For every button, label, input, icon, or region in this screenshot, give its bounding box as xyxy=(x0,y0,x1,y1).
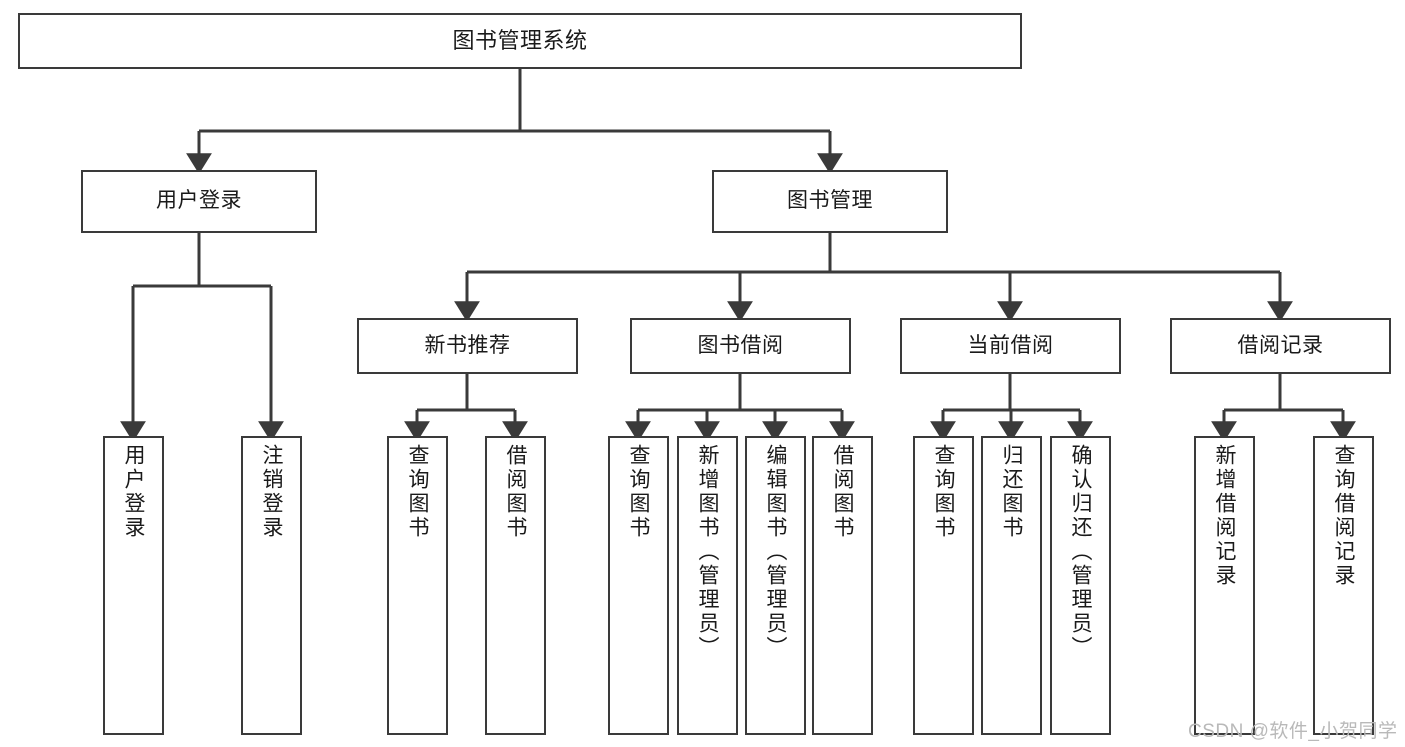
node-label: 图书借阅 xyxy=(697,333,784,357)
node-label: 用户登录 xyxy=(122,444,145,540)
watermark: CSDN @软件_小贺同学 xyxy=(1188,721,1398,742)
node-leaf-confirm-return[interactable]: 确认归还（管理员） xyxy=(1050,436,1111,735)
node-leaf-borrow-book-1[interactable]: 借阅图书 xyxy=(485,436,546,735)
node-book-manage[interactable]: 图书管理 xyxy=(712,170,948,233)
node-leaf-query-book-3[interactable]: 查询图书 xyxy=(913,436,974,735)
node-user-login[interactable]: 用户登录 xyxy=(81,170,317,233)
node-leaf-user-logout[interactable]: 注销登录 xyxy=(241,436,302,735)
node-label: 借阅图书 xyxy=(831,444,854,540)
node-new-book-recommend[interactable]: 新书推荐 xyxy=(357,318,578,374)
node-leaf-borrow-book-2[interactable]: 借阅图书 xyxy=(812,436,873,735)
node-label: 确认归还（管理员） xyxy=(1069,444,1092,660)
node-leaf-add-record[interactable]: 新增借阅记录 xyxy=(1194,436,1255,735)
node-leaf-query-book-1[interactable]: 查询图书 xyxy=(387,436,448,735)
node-label: 借阅图书 xyxy=(504,444,527,540)
node-leaf-return-book[interactable]: 归还图书 xyxy=(981,436,1042,735)
node-root[interactable]: 图书管理系统 xyxy=(18,13,1022,69)
node-label: 编辑图书（管理员） xyxy=(764,444,787,660)
node-label: 注销登录 xyxy=(260,444,283,540)
node-label: 归还图书 xyxy=(1000,444,1023,540)
node-leaf-user-login[interactable]: 用户登录 xyxy=(103,436,164,735)
node-leaf-edit-book[interactable]: 编辑图书（管理员） xyxy=(745,436,806,735)
node-label: 新书推荐 xyxy=(424,333,511,357)
node-label: 借阅记录 xyxy=(1237,333,1324,357)
node-label: 查询借阅记录 xyxy=(1332,444,1355,588)
node-label: 新增图书（管理员） xyxy=(696,444,719,660)
node-label: 查询图书 xyxy=(406,444,429,540)
node-book-borrow[interactable]: 图书借阅 xyxy=(630,318,851,374)
node-borrow-record[interactable]: 借阅记录 xyxy=(1170,318,1391,374)
node-label: 图书管理系统 xyxy=(452,27,588,53)
node-label: 查询图书 xyxy=(932,444,955,540)
node-current-borrow[interactable]: 当前借阅 xyxy=(900,318,1121,374)
node-label: 新增借阅记录 xyxy=(1213,444,1236,588)
node-label: 查询图书 xyxy=(627,444,650,540)
node-label: 当前借阅 xyxy=(967,333,1054,357)
node-label: 用户登录 xyxy=(156,189,242,213)
node-leaf-query-book-2[interactable]: 查询图书 xyxy=(608,436,669,735)
node-leaf-add-book[interactable]: 新增图书（管理员） xyxy=(677,436,738,735)
node-label: 图书管理 xyxy=(787,189,873,213)
node-leaf-query-record[interactable]: 查询借阅记录 xyxy=(1313,436,1374,735)
